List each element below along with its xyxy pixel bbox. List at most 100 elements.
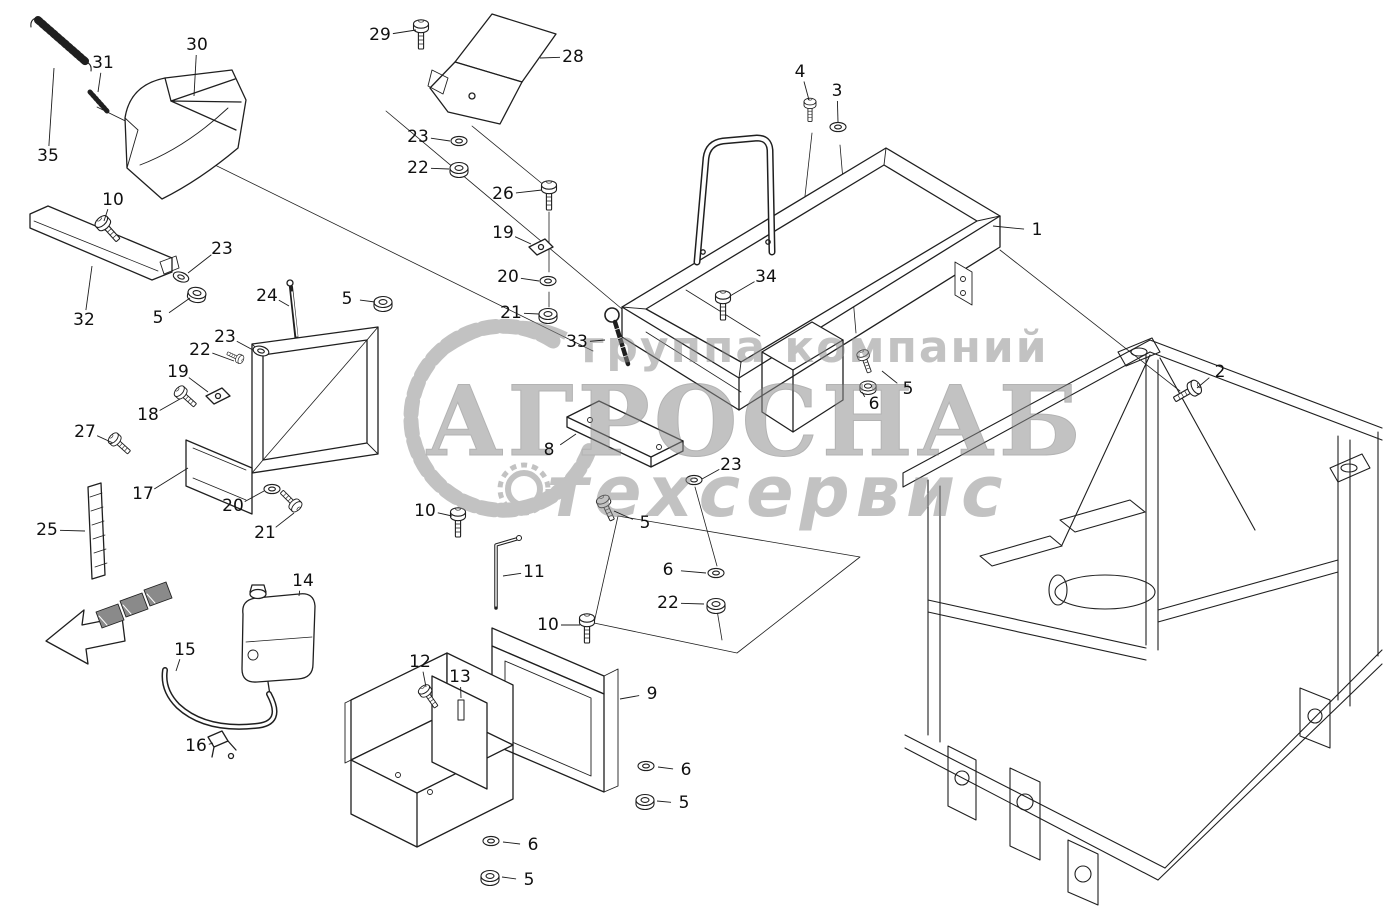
callout-label-21: 21: [500, 303, 522, 323]
callout-label-9: 9: [647, 684, 658, 704]
callout-label-5: 5: [640, 513, 651, 533]
callout-leader-line: [589, 339, 606, 342]
part-1-toolbox-tray: [621, 134, 1001, 433]
callout-leader-line: [501, 876, 517, 880]
callout-leader-line: [514, 236, 532, 245]
nut-22-mid: [706, 597, 726, 615]
callout-label-27: 27: [74, 422, 96, 442]
callout-label-23: 23: [407, 127, 429, 147]
callout-label-23: 23: [211, 239, 233, 259]
callout-label-5: 5: [153, 308, 164, 328]
washer-6-bottom: [482, 835, 500, 847]
callout-leader-line: [1196, 377, 1210, 389]
callout-label-3: 3: [832, 81, 843, 101]
callout-leader-line: [430, 137, 451, 142]
part-31-spring: [87, 89, 110, 114]
callout-label-19: 19: [492, 223, 514, 243]
callout-label-5: 5: [524, 870, 535, 890]
watermark-line2: АГРОСНАБ: [425, 365, 1085, 478]
callout-leader-line: [298, 590, 301, 597]
callout-leader-line: [523, 312, 540, 315]
part-35-spring: [30, 16, 92, 72]
part-17-cover-panel: [185, 326, 379, 515]
callout-label-15: 15: [174, 640, 196, 660]
nut-5-right: [635, 793, 655, 811]
callout-label-14: 14: [292, 571, 314, 591]
callout-label-6: 6: [663, 560, 674, 580]
callout-label-5: 5: [903, 379, 914, 399]
callout-label-11: 11: [523, 562, 545, 582]
callout-label-10: 10: [537, 615, 559, 635]
callout-leader-line: [437, 512, 453, 517]
bolt-10-lower: [578, 613, 596, 644]
bolt-10-mid: [449, 507, 467, 538]
callout-label-1: 1: [1032, 220, 1043, 240]
washer-20-top: [539, 275, 557, 287]
watermark: группа компаний АГРОСНАБ техсервис: [403, 318, 1085, 533]
callout-leader-line: [359, 299, 376, 303]
callout-leader-line: [619, 695, 640, 700]
callout-label-5: 5: [679, 793, 690, 813]
callout-label-18: 18: [137, 405, 159, 425]
part-13-pin: [457, 699, 465, 721]
callout-leader-line: [188, 377, 209, 393]
callout-leader-line: [48, 67, 55, 147]
bolt-21-lower: [276, 486, 305, 515]
callout-label-34: 34: [755, 267, 777, 287]
callout-label-28: 28: [562, 47, 584, 67]
part-19-clamp-left: [205, 387, 231, 405]
callout-leader-line: [657, 766, 674, 770]
callout-leader-line: [193, 54, 197, 97]
callout-label-22: 22: [657, 593, 679, 613]
watermark-wreath-icon: [403, 318, 598, 518]
bolt-4: [803, 97, 817, 123]
callout-leader-line: [861, 391, 866, 398]
callout-label-26: 26: [492, 184, 514, 204]
callout-label-22: 22: [189, 340, 211, 360]
part-15-hose: [161, 667, 278, 730]
callout-leader-line: [103, 209, 109, 222]
callout-label-6: 6: [528, 835, 539, 855]
callout-label-23: 23: [720, 455, 742, 475]
stud-22-left: [225, 348, 246, 366]
callout-leader-line: [159, 398, 181, 411]
callout-label-6: 6: [681, 760, 692, 780]
nut-22-top: [449, 161, 469, 179]
bolt-2: [1170, 377, 1205, 407]
callout-leader-line: [154, 467, 189, 490]
callout-leader-line: [392, 29, 417, 35]
watermark-line3: техсервис: [547, 451, 1008, 533]
bolt-26: [540, 180, 558, 211]
callout-label-20: 20: [222, 496, 244, 516]
callout-label-6: 6: [869, 394, 880, 414]
callout-leader-line: [422, 671, 427, 688]
callout-leader-line: [539, 56, 561, 59]
part-32-support-bar: [29, 205, 180, 281]
callout-label-20: 20: [497, 267, 519, 287]
callout-label-19: 19: [167, 362, 189, 382]
callout-label-23: 23: [214, 327, 236, 347]
callout-leader-line: [881, 370, 898, 384]
part-33-eye-bolt: [604, 307, 631, 367]
nut-5-left: [185, 285, 208, 305]
nut-5-mid: [373, 295, 393, 313]
callout-leader-line: [278, 299, 290, 307]
callout-leader-line: [559, 433, 577, 446]
nut-5-bottom: [480, 869, 500, 887]
callout-label-4: 4: [795, 62, 806, 82]
washer-23-left: [171, 269, 191, 285]
washer-3: [829, 121, 847, 133]
callout-leader-line: [85, 265, 93, 311]
callout-label-29: 29: [369, 25, 391, 45]
callout-leader-line: [729, 281, 755, 297]
watermark-line1: группа компаний: [581, 322, 1048, 373]
callout-leader-line: [992, 225, 1025, 230]
callout-label-2: 2: [1215, 362, 1226, 382]
callout-leader-line: [502, 572, 522, 577]
callout-leader-line: [208, 742, 214, 745]
part-8-channel-bracket: [566, 400, 684, 468]
callout-leader-line: [244, 490, 265, 503]
callout-label-12: 12: [409, 652, 431, 672]
callout-label-13: 13: [449, 667, 471, 687]
